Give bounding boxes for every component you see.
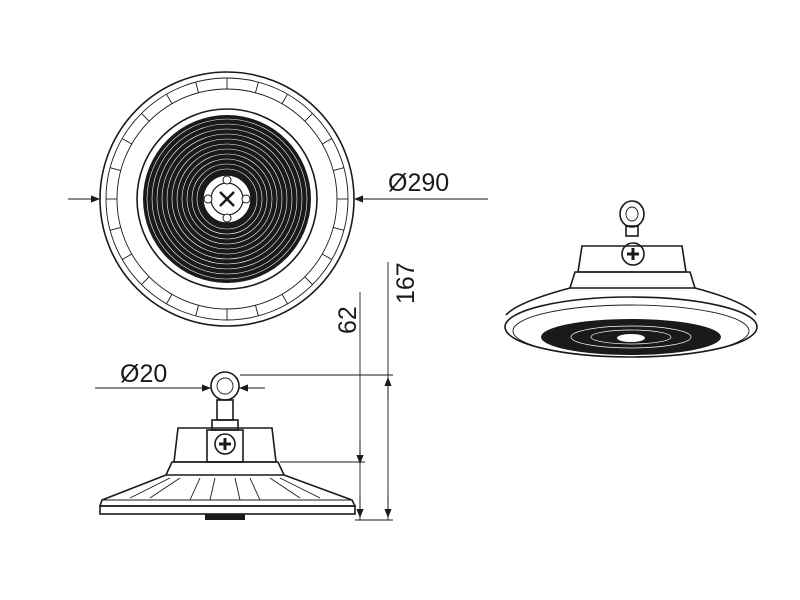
- fin-divider: [195, 305, 199, 316]
- heatsink-ring: [166, 138, 288, 260]
- cooling-fins: [106, 78, 348, 320]
- heatsink-ring: [156, 128, 298, 270]
- fin-divider: [281, 93, 288, 104]
- heatsink-ring: [161, 133, 293, 265]
- fin-divider: [255, 82, 259, 93]
- eyebolt-diameter-label: Ø20: [120, 360, 167, 388]
- fin-divider: [304, 276, 313, 285]
- fin-divider: [141, 113, 150, 122]
- heatsink-ring: [191, 163, 263, 235]
- heatsink-ring: [171, 143, 283, 255]
- housing-height-label: 62: [334, 306, 362, 334]
- fin-divider: [110, 227, 121, 231]
- heatsink-ring: [186, 158, 268, 240]
- fin-divider: [141, 276, 150, 285]
- fin-divider: [166, 294, 173, 305]
- fin-divider: [195, 82, 199, 93]
- heatsink-ring: [176, 148, 278, 250]
- fin-divider: [110, 167, 121, 171]
- heatsink-ring: [146, 118, 308, 280]
- height-label: 167: [392, 262, 420, 304]
- top-view: Ø290: [68, 71, 488, 327]
- heatsink-ring: [181, 153, 273, 245]
- fin-divider: [304, 113, 313, 122]
- fin-divider: [333, 167, 344, 171]
- fin-divider: [281, 294, 288, 305]
- heatsink-ring: [151, 123, 303, 275]
- fin-divider: [322, 253, 333, 260]
- perspective-view: [504, 200, 758, 358]
- fin-divider: [322, 138, 333, 145]
- fin-divider: [121, 138, 132, 145]
- heatsink-rings: [146, 118, 308, 280]
- heatsink-ring: [196, 168, 258, 230]
- diameter-label: Ø290: [388, 169, 449, 197]
- fin-divider: [166, 93, 173, 104]
- fin-divider: [255, 305, 259, 316]
- fin-divider: [333, 227, 344, 231]
- side-view: Ø20 167 62: [95, 262, 420, 521]
- fin-divider: [121, 253, 132, 260]
